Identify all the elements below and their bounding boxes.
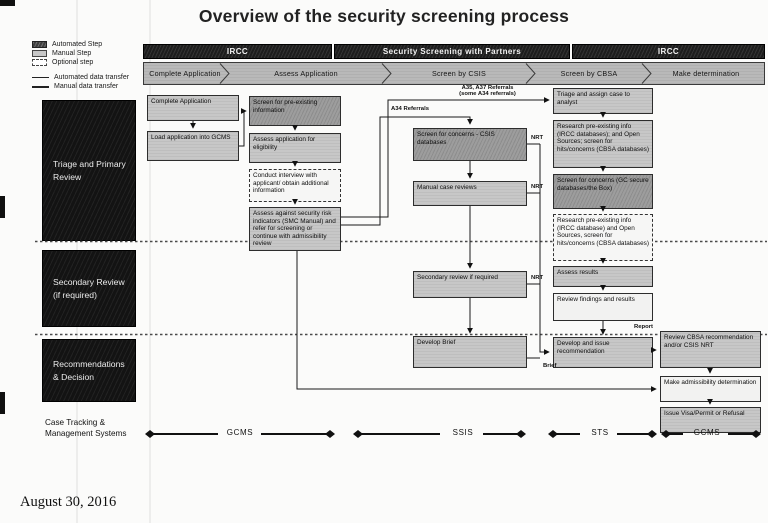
step-develop-brief: Develop Brief xyxy=(413,336,527,368)
scan-fold-line xyxy=(149,0,151,523)
step-conduct-interview: Conduct interview with applicant/ obtain… xyxy=(249,169,341,202)
phase-complete-application: Complete Application xyxy=(149,69,221,78)
phase-screen-by-csis: Screen by CSIS xyxy=(432,69,486,78)
label-brief: Brief xyxy=(543,363,557,369)
label-a34-referrals: A34 Referrals xyxy=(391,106,429,112)
phase-bar xyxy=(143,62,765,85)
scan-artifact xyxy=(0,392,5,414)
phase-make-determination: Make determination xyxy=(672,69,740,78)
step-research-preexisting-1: Research pre-existing info (IRCC databas… xyxy=(553,120,653,168)
step-screen-csis-databases: Screen for concerns - CSIS databases xyxy=(413,128,527,161)
step-complete-application: Complete Application xyxy=(147,95,239,121)
step-assess-results: Assess results xyxy=(553,266,653,287)
step-issue-visa-permit-refusal: Issue Visa/Permit or Refusal xyxy=(660,407,761,433)
header-bar-ircc-right: IRCC xyxy=(572,44,765,59)
lane-triage-primary-review: Triage and Primary Review xyxy=(42,100,136,241)
label-report: Report xyxy=(634,324,653,330)
legend-label: Optional step xyxy=(52,59,94,66)
automated-transfer-line xyxy=(32,77,49,78)
manual-step-swatch xyxy=(32,50,47,57)
step-load-application-gcms: Load application into GCMS xyxy=(147,131,239,161)
lane-recommendations-decision: Recommendations & Decision xyxy=(42,339,136,402)
label-line: A35, A37 Referrals xyxy=(461,85,514,91)
document-date: August 30, 2016 xyxy=(20,494,117,510)
label-nrt-3: NRT xyxy=(531,275,544,281)
legend-label: Automated data transfer xyxy=(54,74,130,81)
label-line: (some A34 referrals) xyxy=(459,91,516,97)
step-develop-issue-recommendation: Develop and issue recommendation xyxy=(553,337,653,368)
step-review-cbsa-recommendation: Review CBSA recommendation and/or CSIS N… xyxy=(660,331,761,368)
header-bar-security-screening: Security Screening with Partners xyxy=(334,44,570,59)
step-make-admissibility-determination: Make admissibility determination xyxy=(660,376,761,402)
step-research-preexisting-2: Research pre-existing info (IRCC databas… xyxy=(553,214,653,261)
page-title: Overview of the security screening proce… xyxy=(198,6,570,26)
system-label-gcms-1: GCMS xyxy=(226,428,254,437)
legend-item-optional-step: Optional step xyxy=(32,58,93,67)
system-label-sts: STS xyxy=(591,428,609,437)
step-screen-preexisting-info: Screen for pre-existing information xyxy=(249,96,341,126)
legend-label: Manual data transfer xyxy=(54,83,119,90)
lane-case-tracking-systems: Case Tracking & Management Systems xyxy=(45,418,127,439)
step-assess-eligibility: Assess application for eligibility xyxy=(249,133,341,163)
label-a35-a37-referrals: A35, A37 Referrals (some A34 referrals) xyxy=(440,85,535,97)
legend-item-automated-step: Automated Step xyxy=(32,40,102,49)
manual-transfer-line xyxy=(32,85,49,88)
automated-step-swatch xyxy=(32,41,47,48)
step-review-findings: Review findings and results xyxy=(553,293,653,321)
scan-artifact xyxy=(0,196,5,218)
step-assess-security-risk: Assess against security risk indicators … xyxy=(249,207,341,251)
step-manual-case-reviews: Manual case reviews xyxy=(413,181,527,206)
system-label-gcms-2: GCMS xyxy=(693,428,721,437)
label-nrt-2: NRT xyxy=(531,184,544,190)
label-nrt-1: NRT xyxy=(531,135,544,141)
phase-screen-by-cbsa: Screen by CBSA xyxy=(560,69,618,78)
header-bar-ircc-left: IRCC xyxy=(143,44,332,59)
legend-label: Manual Step xyxy=(52,50,92,57)
legend-item-automated-transfer: Automated data transfer xyxy=(32,73,129,82)
legend-item-manual-transfer: Manual data transfer xyxy=(32,82,118,91)
step-screen-gc-databases: Screen for concerns (GC secure databases… xyxy=(553,174,653,209)
step-triage-assign-analyst: Triage and assign case to analyst xyxy=(553,88,653,114)
legend-label: Automated Step xyxy=(52,41,103,48)
legend-item-manual-step: Manual Step xyxy=(32,49,91,58)
lane-secondary-review: Secondary Review (if required) xyxy=(42,250,136,327)
phase-assess-application: Assess Application xyxy=(274,69,338,78)
step-secondary-review: Secondary review if required xyxy=(413,271,527,298)
optional-step-swatch xyxy=(32,59,47,66)
system-label-ssis: SSIS xyxy=(452,428,474,437)
scan-artifact xyxy=(0,0,15,6)
